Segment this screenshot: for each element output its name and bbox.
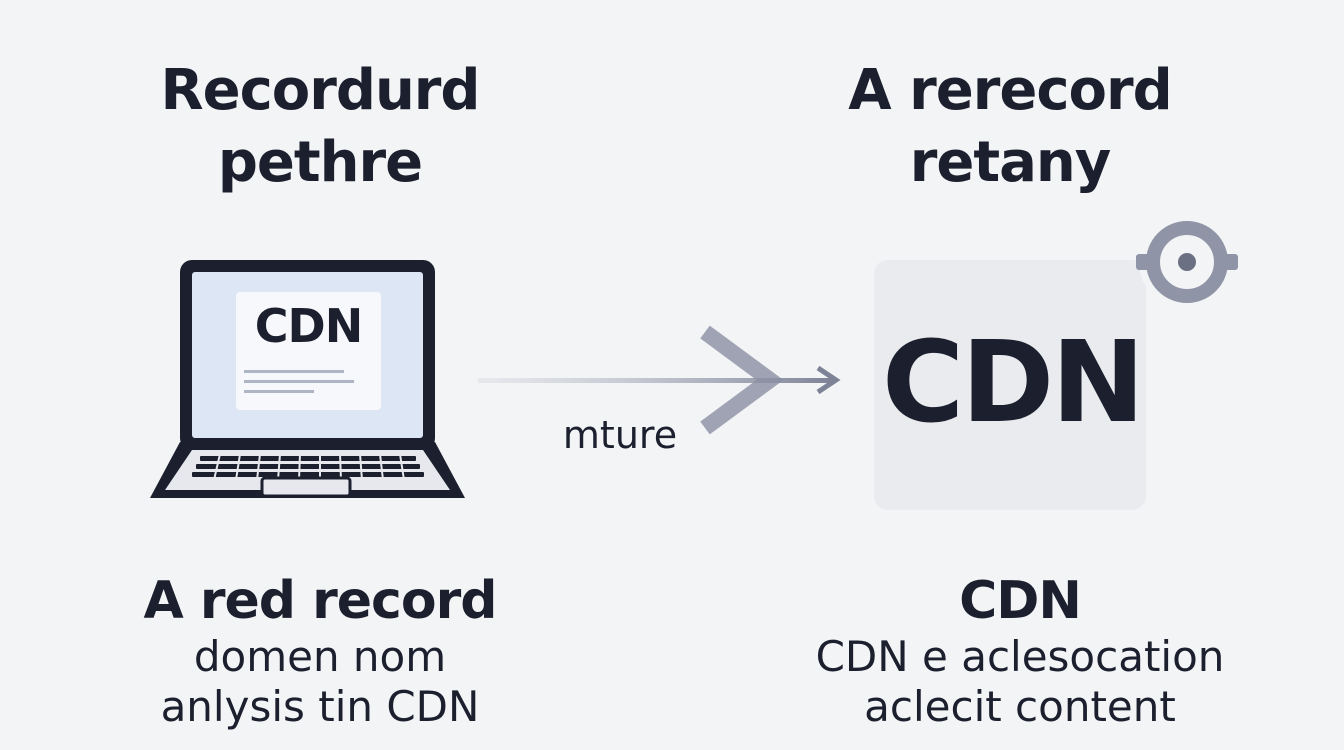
arrow-label: mture bbox=[562, 413, 678, 457]
left-caption-heading: A red record bbox=[143, 571, 498, 631]
right-caption-heading: CDN bbox=[959, 571, 1082, 631]
right-title: A rerecord retany bbox=[760, 55, 1260, 199]
left-title-line-2: pethre bbox=[217, 130, 423, 195]
left-title: Recordurd pethre bbox=[70, 55, 570, 199]
laptop-screen-label: CDN bbox=[254, 299, 363, 353]
cdn-box bbox=[874, 214, 1238, 510]
location-pin-icon bbox=[1136, 214, 1238, 310]
right-caption-line-2: aclecit content bbox=[864, 682, 1176, 731]
laptop-icon bbox=[150, 260, 465, 498]
left-caption: A red record domen nom anlysis tin CDN bbox=[40, 570, 600, 732]
arrow-right-icon bbox=[478, 325, 841, 435]
left-title-line-1: Recordurd bbox=[160, 58, 480, 123]
right-caption: CDN CDN e aclesocation aclecit content bbox=[740, 570, 1300, 732]
cdn-box-label: CDN bbox=[882, 318, 1145, 448]
left-caption-line-2: anlysis tin CDN bbox=[160, 682, 480, 731]
left-caption-line-1: domen nom bbox=[193, 632, 447, 681]
right-title-line-2: retany bbox=[909, 130, 1112, 195]
right-caption-line-1: CDN e aclesocation bbox=[815, 632, 1225, 681]
right-title-line-1: A rerecord bbox=[848, 58, 1172, 123]
